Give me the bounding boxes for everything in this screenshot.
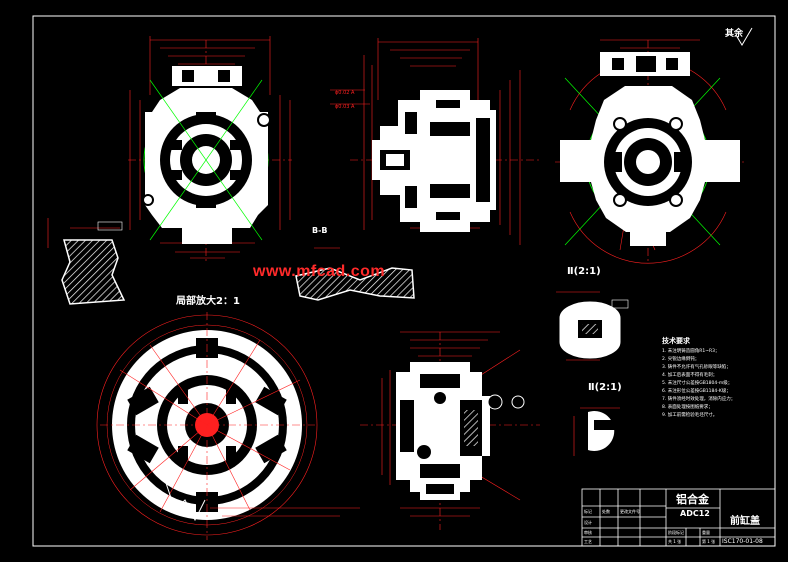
svg-text:ϕ0.02 A: ϕ0.02 A [335,90,355,96]
tech-req-line: 6. 未注形位公差按GB1184-K级； [662,389,731,394]
tech-req-list: 1. 未注明铸造圆角R1~R3； 2. 尖锐边缘倒钝； 3. 铸件不允许有气孔砂眼等… [662,348,774,420]
front-view-top-left [128,36,292,262]
section-view-bottom-middle [360,331,540,530]
svg-text:标记: 标记 [584,508,592,514]
tech-req-line: 9. 加工前需检验毛坯尺寸。 [662,413,718,418]
svg-text:设计: 设计 [584,519,592,525]
svg-text:重量: 重量 [702,529,710,535]
svg-text:阶段标记: 阶段标记 [668,529,684,535]
tech-req-line: 1. 未注明铸造圆角R1~R3； [662,349,720,354]
tech-req-line: 7. 铸件须经时效处理，消除内应力； [662,397,736,402]
tech-req-line: 3. 铸件不允许有气孔砂眼等缺陷； [662,365,731,370]
watermark-text: www.mfcad.com [253,263,386,280]
drawing-border [32,15,776,547]
detail-II-title-lower: Ⅱ(2:1) [588,382,622,393]
tech-req-line: 2. 尖锐边缘倒钝； [662,357,700,362]
detail-II-title-upper: Ⅱ(2:1) [567,266,601,277]
side-section-top-middle: ϕ0.02 A ϕ0.03 A [330,38,540,245]
svg-text:更改文件号: 更改文件号 [620,508,640,514]
tech-req-line: 5. 未注尺寸公差按GB1804-m级； [662,381,733,386]
detail-view-bottom-left [96,312,360,540]
tech-req-line: 4. 加工后表面不得有毛刺； [662,373,718,378]
drawing-number: ISC170-01-08 [722,538,763,545]
svg-text:处数: 处数 [602,508,610,514]
svg-text:工艺: 工艺 [584,539,592,544]
svg-text:ϕ0.03 A: ϕ0.03 A [335,104,355,110]
detail-view-title: 局部放大2：1 [176,296,240,307]
title-block [581,488,776,547]
tech-req-line: 8. 表面处理按图纸要求； [662,405,713,410]
top-right-view [555,27,753,264]
tech-req-title: 技术要求 [662,337,690,345]
detail-II-lower [573,407,620,456]
svg-text:审核: 审核 [584,529,592,535]
technical-requirements: 技术要求 1. 未注明铸造圆角R1~R3； 2. 尖锐边缘倒钝； 3. 铸件不允许有… [662,336,774,420]
svg-text:第 1 张: 第 1 张 [702,538,715,544]
material-grade: ADC12 [680,509,710,518]
small-section-left [47,218,126,305]
svg-text:共 1 张: 共 1 张 [668,538,681,544]
part-name: 前缸盖 [730,516,760,527]
section-label-bb: B-B [312,226,328,235]
detail-II-upper [556,291,629,361]
bb-section [295,247,415,301]
material-name: 铝合金 [676,493,709,506]
roughness-note: 其余 [725,29,744,39]
